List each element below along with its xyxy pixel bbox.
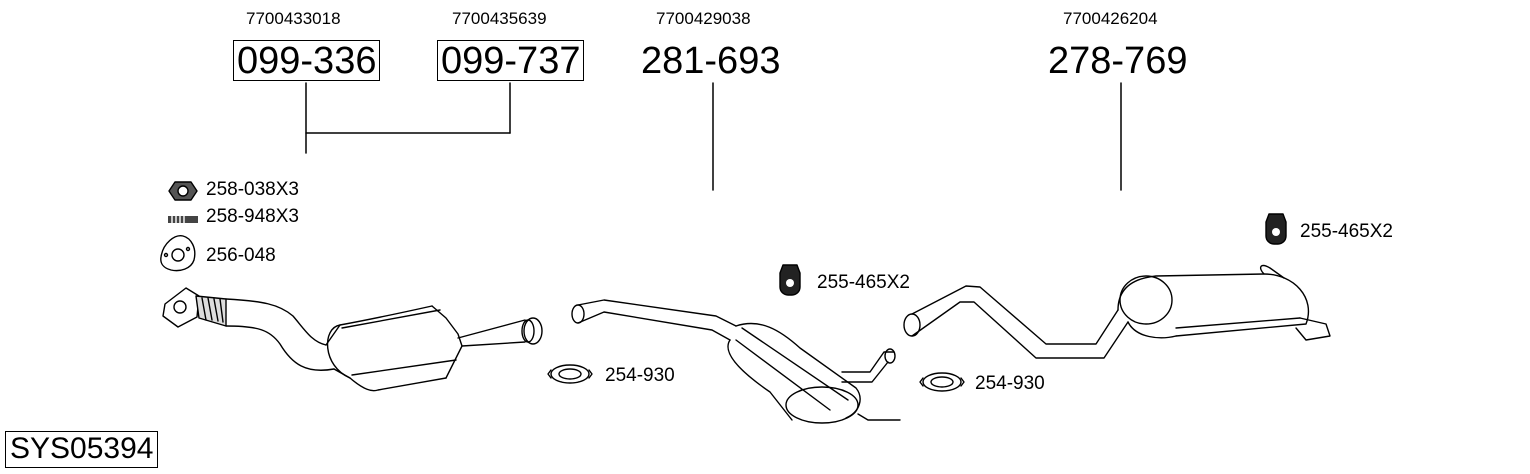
leader-lines — [305, 82, 1122, 191]
center-pipe-silencer — [571, 299, 901, 424]
hanger-icon — [1265, 213, 1287, 245]
accessory-gasket-label[interactable]: 256-048 — [206, 245, 276, 266]
bolt-icon — [168, 215, 198, 224]
oem-number: 7700433018 — [246, 9, 341, 28]
accessory-nut-label[interactable]: 258-038X3 — [206, 179, 299, 200]
clamp-icon — [919, 372, 965, 392]
accessory-clamp-label[interactable]: 254-930 — [975, 373, 1045, 394]
accessory-clamp-label[interactable]: 254-930 — [605, 365, 675, 386]
part-number[interactable]: 278-769 — [1048, 40, 1188, 82]
rear-pipe-silencer — [903, 264, 1331, 359]
part-number[interactable]: 281-693 — [641, 40, 781, 82]
oem-number: 7700435639 — [452, 9, 547, 28]
oem-number: 7700426204 — [1063, 9, 1158, 28]
accessory-hanger-label[interactable]: 255-465X2 — [1300, 221, 1393, 242]
accessory-hanger-label[interactable]: 255-465X2 — [817, 272, 910, 293]
system-id: SYS05394 — [5, 431, 159, 468]
front-pipe-catalyst — [162, 287, 543, 392]
oem-number: 7700429038 — [656, 9, 751, 28]
part-number[interactable]: 099-737 — [437, 40, 585, 81]
accessory-bolt-label[interactable]: 258-948X3 — [206, 206, 299, 227]
gasket-icon — [160, 235, 196, 272]
part-number[interactable]: 099-336 — [233, 40, 381, 81]
clamp-icon — [547, 364, 593, 384]
nut-icon — [168, 181, 198, 201]
hanger-icon — [779, 264, 801, 296]
